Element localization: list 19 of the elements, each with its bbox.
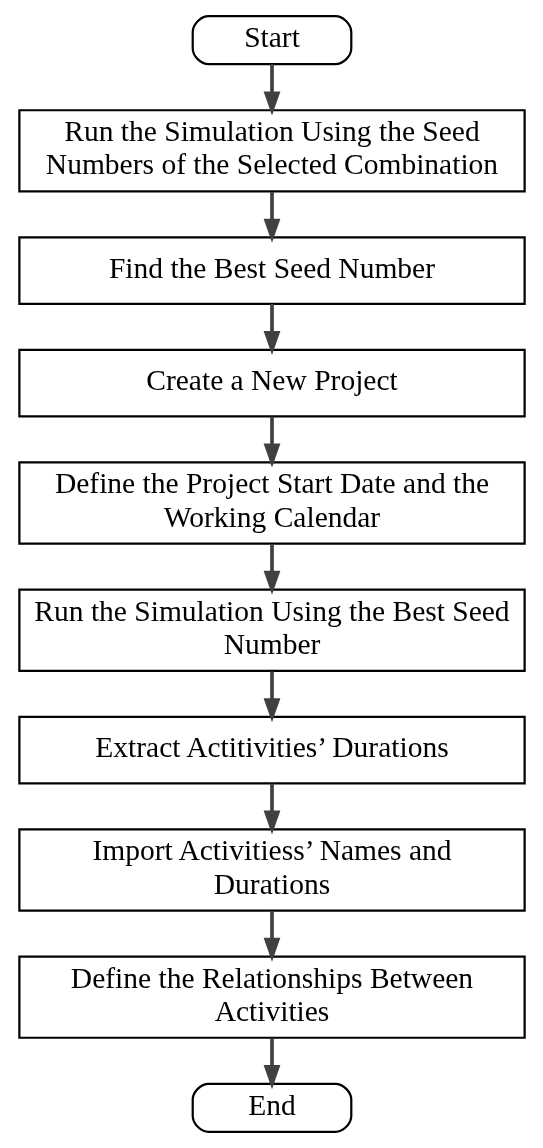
node-box: Define the Relationships Between Activities bbox=[17, 955, 526, 1039]
arrow bbox=[263, 543, 280, 595]
node-box: Create a New Project bbox=[17, 348, 526, 418]
node-box: Run the Simulation Using the Seed Numbers of the Selected Combination bbox=[17, 109, 526, 193]
arrow bbox=[263, 304, 280, 356]
node-box: Find the Best Seed Number bbox=[17, 236, 526, 305]
arrow bbox=[263, 910, 280, 962]
arrow bbox=[263, 64, 280, 116]
arrow bbox=[263, 416, 280, 468]
node-box: Start bbox=[191, 15, 352, 66]
arrow bbox=[263, 671, 280, 723]
node-box: End bbox=[191, 1082, 352, 1133]
node-box: Run the Simulation Using the Best Seed Number bbox=[17, 588, 526, 672]
node-box: Extract Actitivities’ Durations bbox=[17, 715, 526, 785]
node-box: Define the Project Start Date and the Working Calendar bbox=[17, 461, 526, 545]
arrow bbox=[263, 192, 280, 243]
arrow bbox=[263, 1038, 280, 1090]
arrow bbox=[263, 783, 280, 835]
node-box: Import Activitiess’ Names and Durations bbox=[17, 828, 526, 912]
